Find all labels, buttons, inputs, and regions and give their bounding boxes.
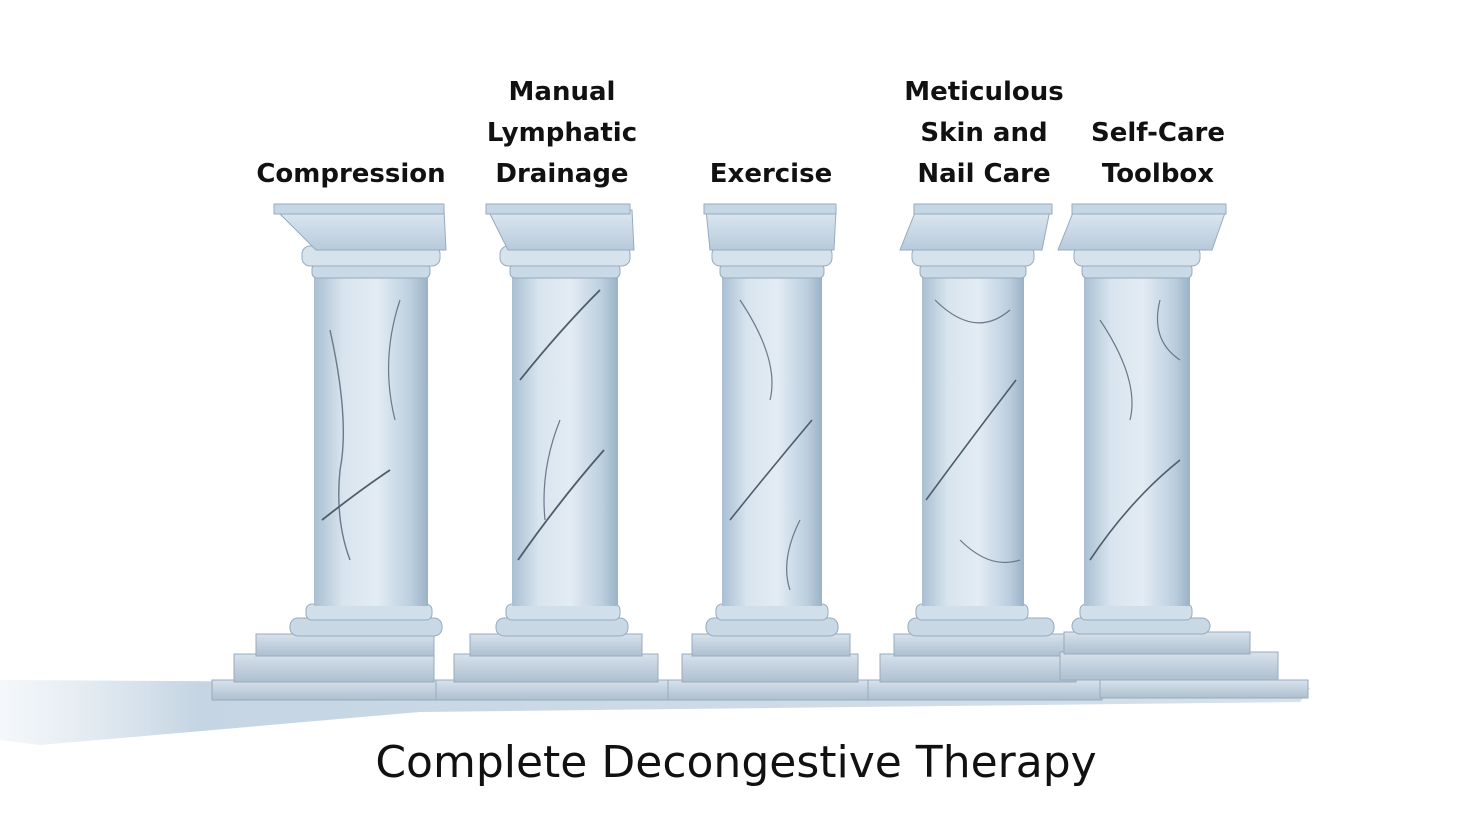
pillar-label-self-care-toolbox: Self-Care Toolbox [1091,118,1225,189]
page-title: Complete Decongestive Therapy [375,737,1097,788]
pillar-exercise [667,203,875,701]
pillar-label-manual-lymphatic-drainage: Manual Lymphatic Drainage [486,77,638,189]
pillar-label-exercise: Exercise [709,159,833,189]
pillar-label-compression: Compression [256,159,446,189]
pillar-self-care-toolbox [1057,203,1309,699]
pillar-compression [211,203,449,701]
pillar-manual-lymphatic-drainage [435,203,669,701]
pillar-label-skin-nail-care: Meticulous Skin and Nail Care [904,77,1064,189]
pillar-skin-nail-care [867,203,1103,701]
